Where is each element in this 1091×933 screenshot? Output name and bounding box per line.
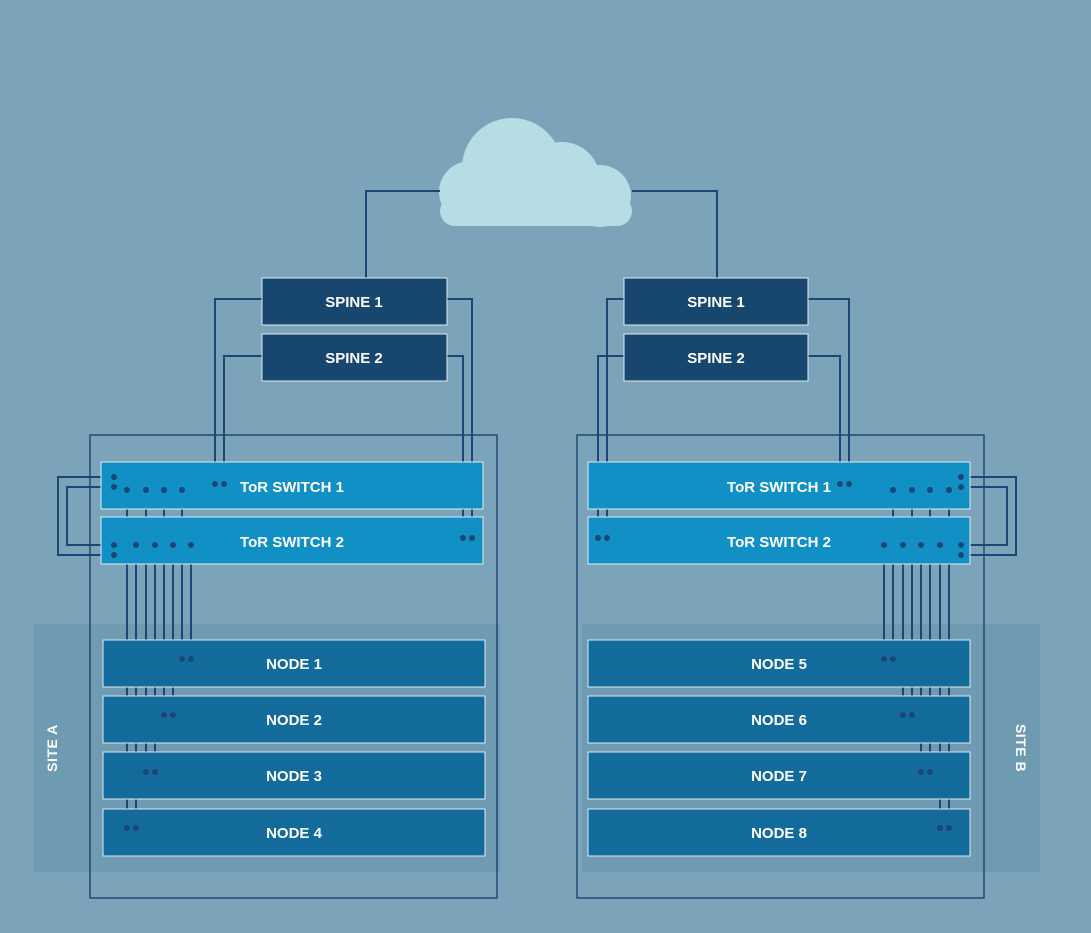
site-a-spine-2 <box>261 333 448 382</box>
site-b-node-5 <box>587 639 971 688</box>
connection-dots <box>111 474 964 831</box>
cloud-icon <box>439 118 632 227</box>
site-a-node-1 <box>102 639 486 688</box>
site-b-node-8 <box>587 808 971 857</box>
site-a-node-1-label: NODE 1 <box>266 656 322 673</box>
site-b-tor-switch-2-label: ToR SWITCH 2 <box>727 534 831 551</box>
site-b-label: SITE B <box>1013 724 1029 772</box>
site-b-tor-switch-1-label: ToR SWITCH 1 <box>727 479 831 496</box>
site-a-node-3-label: NODE 3 <box>266 768 322 785</box>
site-b-spine-1 <box>623 277 809 326</box>
site-b-spine-1-label: SPINE 1 <box>687 294 745 311</box>
site-a-node-2-label: NODE 2 <box>266 712 322 729</box>
site-a-node-2 <box>102 695 486 744</box>
site-b-tor-switch-1 <box>587 461 971 510</box>
site-a-node-3 <box>102 751 486 800</box>
site-a-label: SITE A <box>44 724 60 772</box>
site-a-spine-1 <box>261 277 448 326</box>
site-a-node-4-label: NODE 4 <box>266 825 323 842</box>
site-b-tor-switch-2 <box>587 516 971 565</box>
site-a-tor-switch-2 <box>100 516 484 565</box>
site-a-tor-switch-1 <box>100 461 484 510</box>
site-b-enclosure <box>576 434 985 899</box>
site-a-tor-switch-2-label: ToR SWITCH 2 <box>240 534 344 551</box>
site-b-node-6 <box>587 695 971 744</box>
site-a-spine-2-label: SPINE 2 <box>325 350 383 367</box>
site-b-node-5-label: NODE 5 <box>751 656 807 673</box>
site-b-node-7-label: NODE 7 <box>751 768 807 785</box>
site-b-node-7 <box>587 751 971 800</box>
site-b-spine-2-label: SPINE 2 <box>687 350 745 367</box>
site-a-node-4 <box>102 808 486 857</box>
site-b-spine-2 <box>623 333 809 382</box>
site-a-spine-1-label: SPINE 1 <box>325 294 383 311</box>
site-b-node-6-label: NODE 6 <box>751 712 807 729</box>
site-a-tor-switch-1-label: ToR SWITCH 1 <box>240 479 344 496</box>
site-a-enclosure <box>89 434 498 899</box>
site-b-node-8-label: NODE 8 <box>751 825 807 842</box>
